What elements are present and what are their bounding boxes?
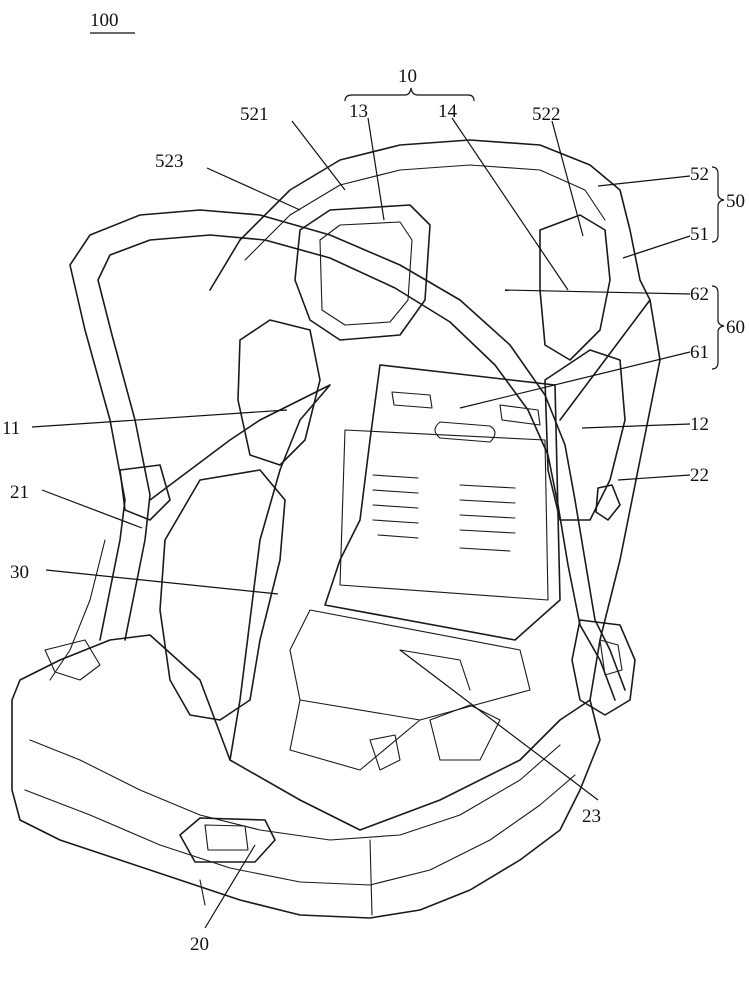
label-21: 21 bbox=[10, 482, 29, 503]
label-521: 521 bbox=[240, 104, 269, 125]
label-522: 522 bbox=[532, 104, 561, 125]
label-62: 62 bbox=[690, 284, 709, 305]
label-10: 10 bbox=[398, 66, 417, 87]
label-50: 50 bbox=[726, 191, 745, 212]
label-30: 30 bbox=[10, 562, 29, 583]
label-61: 61 bbox=[690, 342, 709, 363]
leader-lines bbox=[31, 32, 725, 929]
label-14: 14 bbox=[438, 101, 458, 122]
label-11: 11 bbox=[2, 418, 20, 439]
label-51: 51 bbox=[690, 224, 709, 245]
label-52: 52 bbox=[690, 164, 709, 185]
label-60: 60 bbox=[726, 317, 745, 338]
label-12: 12 bbox=[690, 414, 709, 435]
label-13: 13 bbox=[349, 101, 368, 122]
label-523: 523 bbox=[155, 151, 184, 172]
reference-labels: 100 10 13 14 521 522 523 52 50 51 62 60 … bbox=[2, 10, 745, 955]
label-23: 23 bbox=[582, 806, 601, 827]
label-20: 20 bbox=[190, 934, 209, 955]
label-22: 22 bbox=[690, 465, 709, 486]
car-seat-drawing bbox=[11, 139, 661, 919]
figure-number: 100 bbox=[90, 10, 119, 31]
